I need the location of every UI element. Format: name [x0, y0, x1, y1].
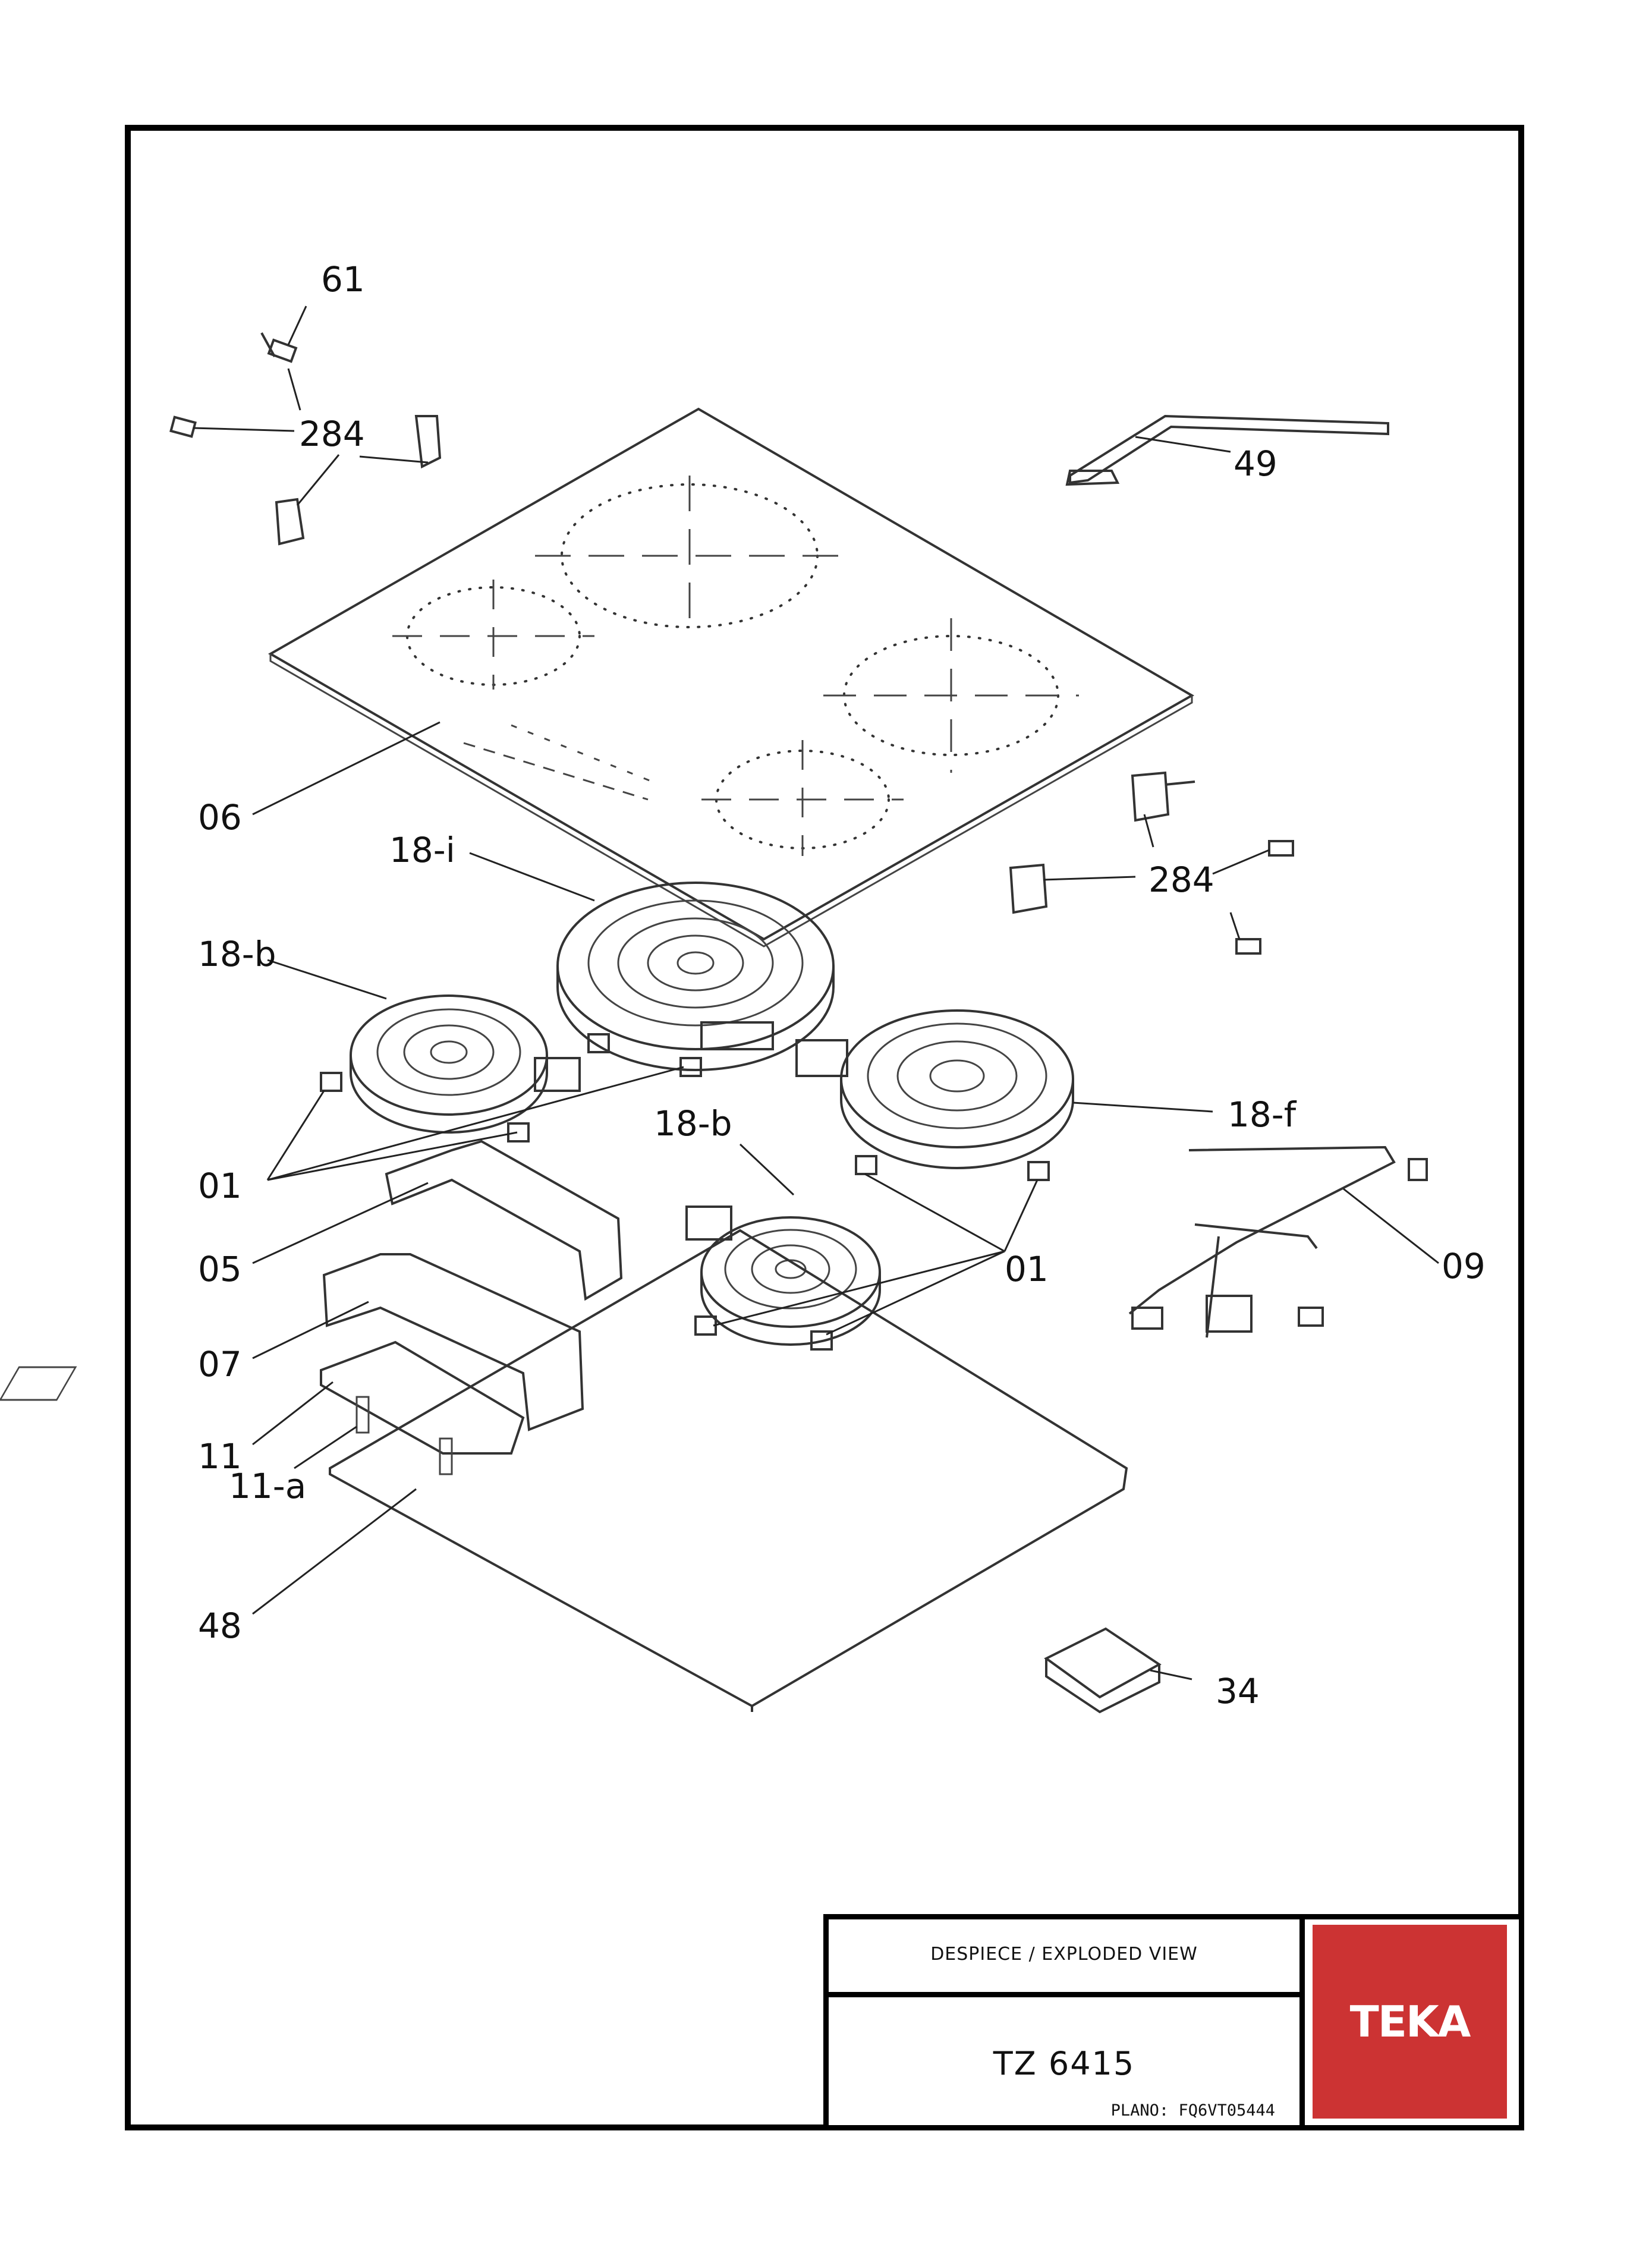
- callout-34: 34: [1216, 1671, 1260, 1711]
- part-18-b-left-heating-element: [350, 994, 581, 1134]
- part-05-insulation-frame: [385, 1140, 623, 1301]
- part-49-bracket: [1065, 414, 1389, 486]
- part-61-screw: [260, 332, 298, 363]
- part-07-insulation-frame: [322, 1253, 584, 1431]
- callout-48: 48: [198, 1606, 242, 1646]
- callout-11-a: 11-a: [229, 1466, 306, 1506]
- leader-lines: [193, 306, 1439, 1680]
- model-number: TZ 6415: [993, 2045, 1135, 2082]
- part-48-base-tray: [0, 1229, 1128, 1712]
- callout-18-b-middle: 18-b: [654, 1103, 732, 1144]
- part-284-clips-right: [1009, 771, 1294, 955]
- callout-18-b-left: 18-b: [198, 934, 276, 974]
- callout-09: 09: [1442, 1246, 1486, 1286]
- teka-logo: TEKA: [1313, 1925, 1507, 2119]
- part-11-control-board: [320, 1340, 525, 1475]
- part-09-wiring-harness: [1128, 1145, 1428, 1338]
- callout-18-i: 18-i: [389, 830, 455, 870]
- part-284-clips-top: [169, 415, 442, 546]
- part-18-i-heating-element: [556, 882, 835, 1071]
- teka-logo-text: TEKA: [1349, 1997, 1471, 2047]
- callout-18-f: 18-f: [1228, 1094, 1297, 1135]
- callout-61: 61: [321, 259, 365, 300]
- part-34-terminal-block: [1044, 1627, 1162, 1714]
- callout-284-right: 284: [1148, 860, 1214, 900]
- callout-05: 05: [198, 1249, 242, 1289]
- part-01-clips: [320, 1033, 1050, 1351]
- callout-11: 11: [198, 1436, 242, 1477]
- callout-07: 07: [198, 1344, 242, 1384]
- title-block-view-cell: [823, 1914, 1305, 1997]
- part-06-glass-top: [268, 407, 1195, 948]
- callout-labels: 61 284 49 06 18-i 284 18-b 18-b 18-f 01 …: [198, 259, 1486, 1711]
- plan-number: PLANO: FQ6VT05444: [1110, 2101, 1275, 2120]
- callout-06: 06: [198, 797, 242, 838]
- view-title: DESPIECE / EXPLODED VIEW: [930, 1944, 1198, 1965]
- title-block-model-cell: [823, 1992, 1305, 2130]
- callout-01-right: 01: [1005, 1249, 1049, 1289]
- callout-284-top: 284: [299, 414, 365, 454]
- part-18-f-heating-element: [795, 1009, 1074, 1169]
- callout-49: 49: [1234, 443, 1277, 484]
- callout-01-left: 01: [198, 1166, 242, 1206]
